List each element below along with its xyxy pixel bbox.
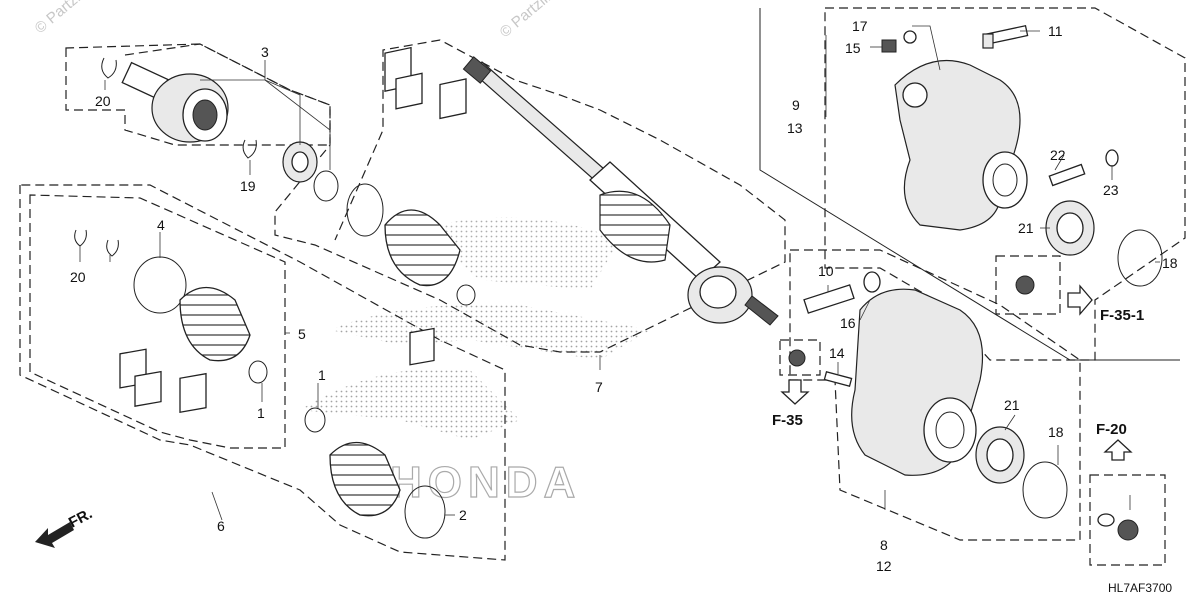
inner-boot [384, 209, 461, 287]
front-direction-indicator: FR. [35, 505, 95, 548]
drive-shaft-assembly [462, 56, 779, 326]
washer-23 [1105, 149, 1119, 167]
bearing-21-lower [975, 426, 1025, 484]
group-box-nut-upper [995, 255, 1061, 315]
boot-band-2 [404, 485, 446, 539]
callout-6: 6 [217, 518, 225, 534]
callout-21a: 21 [1018, 220, 1034, 236]
snap-ring-18-upper [1117, 229, 1163, 287]
snap-ring-18-lower [1022, 461, 1068, 519]
washer-16 [863, 271, 881, 293]
bolt-22 [1048, 163, 1086, 187]
boot-band-small-5 [248, 360, 268, 384]
ref-label-f35-1[interactable]: F-35-1 [1100, 307, 1144, 324]
brand-logo-stipple: HONDA [300, 217, 650, 508]
group-box-outer-boot-inner [29, 194, 286, 449]
watermark-top-left: © Partzilla.com [32, 0, 120, 37]
ref-arrow-f20[interactable]: F-20 [1096, 421, 1133, 461]
brand-mark-text: HONDA [390, 458, 581, 507]
callout-13: 13 [787, 120, 803, 136]
outer-boot-5 [179, 287, 251, 362]
nut-mid-detail [788, 349, 806, 367]
callout-18b: 18 [1048, 424, 1064, 440]
group-box-outer-boot [19, 184, 506, 561]
callout-1a: 1 [318, 367, 326, 383]
callout-15: 15 [845, 40, 861, 56]
group-box-nut-mid [779, 339, 821, 376]
callout-23: 23 [1103, 182, 1119, 198]
callout-18a: 18 [1162, 255, 1178, 271]
rear-hub-lower [851, 288, 983, 476]
callout-20b: 20 [70, 269, 86, 285]
callout-1b: 1 [257, 405, 265, 421]
stud-14 [823, 370, 853, 388]
callout-5: 5 [298, 326, 306, 342]
circlip-19 [242, 139, 257, 159]
callout-19: 19 [240, 178, 256, 194]
grease-pack-6 [409, 327, 435, 366]
washer-17 [903, 30, 917, 44]
leader-lines [79, 25, 1160, 521]
nut-lower-detail [1097, 513, 1139, 541]
group-box-nut-lower [1089, 474, 1166, 566]
circlips-20-lower [74, 229, 119, 257]
grease-packs-lower [119, 348, 207, 414]
ref-label-f20[interactable]: F-20 [1096, 421, 1127, 438]
callout-22: 22 [1050, 147, 1066, 163]
ref-label-f35[interactable]: F-35 [772, 412, 803, 429]
stop-ring-3 [313, 170, 339, 202]
watermark-top-center: © Partzilla.com [497, 0, 585, 41]
boot-band-4 [133, 256, 187, 314]
callout-4: 4 [157, 217, 165, 233]
bearing-21-upper [1045, 200, 1095, 256]
callout-21b: 21 [1004, 397, 1020, 413]
outer-boot-6 [329, 442, 401, 517]
circlip-20-upper [101, 57, 117, 79]
ref-arrow-f35[interactable]: F-35 [772, 379, 810, 429]
tripod-spider [282, 141, 318, 183]
boot-band-small-upper [456, 284, 476, 306]
callout-17: 17 [852, 18, 868, 34]
callout-3: 3 [261, 44, 269, 60]
ref-arrow-f35-1[interactable]: F-35-1 [1067, 284, 1144, 324]
callout-20a: 20 [95, 93, 111, 109]
group-box-knuckle-lower [789, 249, 1081, 541]
rear-knuckle-upper [894, 59, 1028, 231]
callout-8: 8 [880, 537, 888, 553]
bolt-10 [803, 284, 855, 314]
callout-11: 11 [1048, 23, 1063, 39]
nut-15 [881, 39, 897, 53]
nut-upper-detail [1015, 275, 1035, 295]
callout-10: 10 [818, 263, 834, 279]
inner-joint-housing [121, 61, 229, 143]
callout-7: 7 [595, 379, 603, 395]
bolt-11 [982, 24, 1029, 49]
callout-16: 16 [840, 315, 856, 331]
grease-packs-upper [384, 46, 467, 120]
callout-2: 2 [459, 507, 467, 523]
boot-band-upper [346, 183, 384, 237]
callout-9: 9 [792, 97, 800, 113]
callout-12: 12 [876, 558, 892, 574]
callout-14: 14 [829, 345, 845, 361]
diagram-code: HL7AF3700 [1108, 581, 1172, 595]
frame-line-right [759, 8, 1180, 361]
boot-band-small-6 [304, 407, 326, 433]
